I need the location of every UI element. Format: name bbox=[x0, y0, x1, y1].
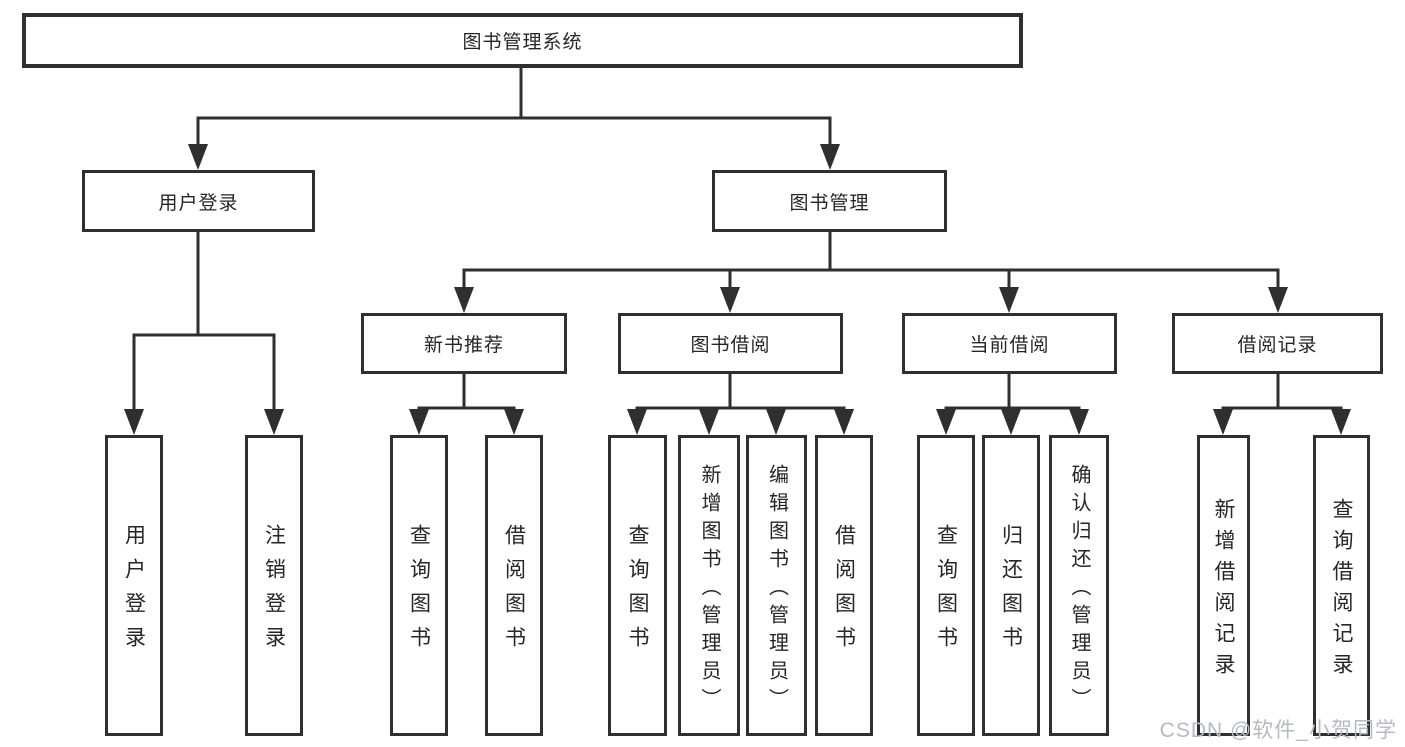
node-current-borrow-label: 当前借阅 bbox=[969, 335, 1050, 356]
leaf-current-return-label: 归还图书 bbox=[999, 524, 1023, 660]
node-current-borrow: 当前借阅 bbox=[902, 313, 1117, 374]
leaf-current-query-label: 查询图书 bbox=[934, 524, 958, 660]
leaf-record-query: 查询借阅记录 bbox=[1313, 435, 1370, 736]
leaf-record-add-label: 新增借阅记录 bbox=[1212, 497, 1235, 684]
node-book-borrow: 图书借阅 bbox=[618, 313, 843, 374]
node-root-label: 图书管理系统 bbox=[462, 32, 583, 53]
node-user-login: 用户登录 bbox=[82, 170, 315, 232]
node-book-borrow-label: 图书借阅 bbox=[690, 335, 771, 356]
leaf-record-query-label: 查询借阅记录 bbox=[1330, 497, 1353, 684]
leaf-newbook-query: 查询图书 bbox=[390, 435, 448, 736]
node-root: 图书管理系统 bbox=[22, 13, 1023, 68]
node-user-login-label: 用户登录 bbox=[158, 192, 239, 214]
leaf-logout-label: 注销登录 bbox=[262, 524, 286, 660]
leaf-borrow-borrow-book: 借阅图书 bbox=[815, 435, 873, 736]
leaf-current-query: 查询图书 bbox=[917, 435, 975, 736]
leaf-newbook-borrow: 借阅图书 bbox=[485, 435, 543, 736]
leaf-newbook-borrow-label: 借阅图书 bbox=[502, 524, 526, 660]
leaf-current-confirm-return-label: 确认归还（管理员） bbox=[1068, 463, 1090, 716]
node-new-book-recommend: 新书推荐 bbox=[361, 313, 567, 374]
node-borrow-record: 借阅记录 bbox=[1172, 313, 1383, 374]
leaf-borrow-query-label: 查询图书 bbox=[626, 524, 649, 660]
csdn-watermark: CSDN @软件_小贺同学 bbox=[1159, 719, 1397, 742]
leaf-record-add: 新增借阅记录 bbox=[1197, 435, 1250, 736]
leaf-borrow-edit-book: 编辑图书（管理员） bbox=[746, 435, 807, 736]
leaf-borrow-edit-book-label: 编辑图书（管理员） bbox=[765, 463, 788, 716]
leaf-borrow-query: 查询图书 bbox=[608, 435, 667, 736]
node-borrow-record-label: 借阅记录 bbox=[1237, 335, 1318, 356]
node-new-book-recommend-label: 新书推荐 bbox=[423, 335, 504, 356]
leaf-current-confirm-return: 确认归还（管理员） bbox=[1049, 435, 1109, 736]
leaf-user-login-label: 用户登录 bbox=[122, 524, 146, 660]
leaf-logout: 注销登录 bbox=[245, 435, 303, 736]
leaf-borrow-borrow-book-label: 借阅图书 bbox=[832, 524, 856, 660]
node-book-management-label: 图书管理 bbox=[789, 192, 870, 214]
leaf-borrow-add-book: 新增图书（管理员） bbox=[678, 435, 740, 736]
leaf-user-login: 用户登录 bbox=[105, 435, 163, 736]
leaf-current-return: 归还图书 bbox=[982, 435, 1040, 736]
node-book-management: 图书管理 bbox=[712, 170, 947, 232]
leaf-borrow-add-book-label: 新增图书（管理员） bbox=[698, 463, 720, 716]
leaf-newbook-query-label: 查询图书 bbox=[407, 524, 431, 660]
